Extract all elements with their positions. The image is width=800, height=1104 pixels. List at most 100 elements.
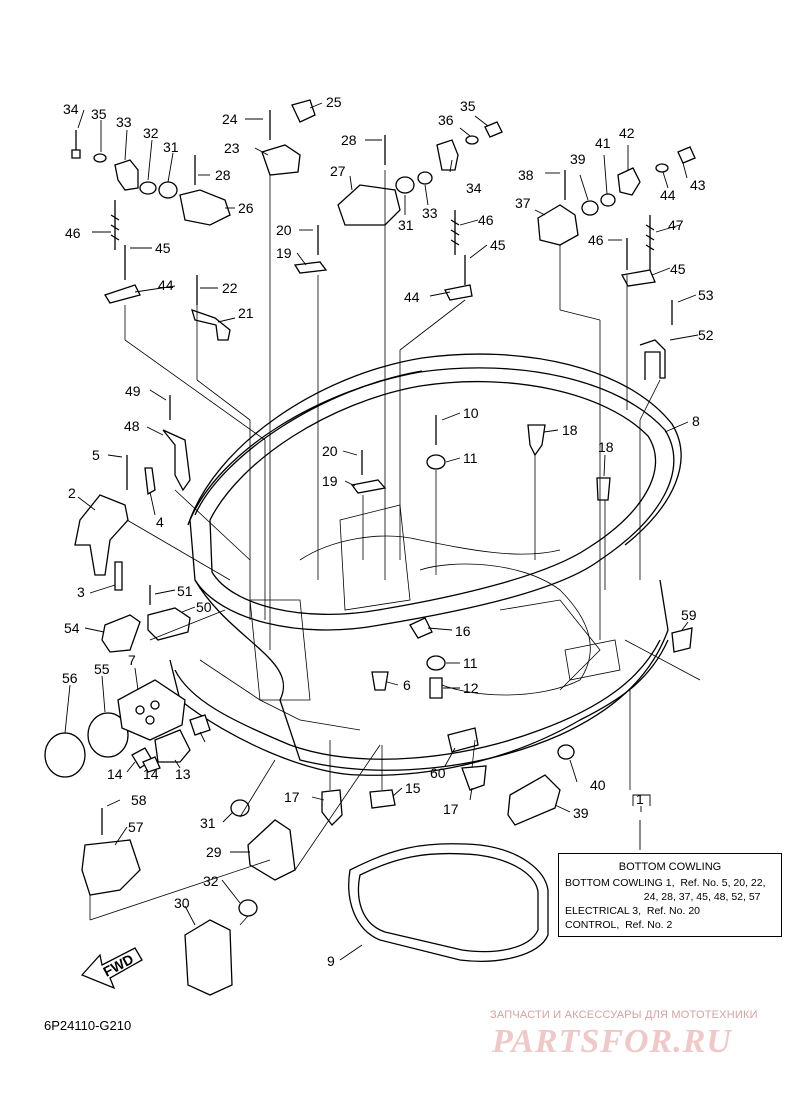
ring-32-mid	[417, 171, 433, 185]
callout-44b: 44	[404, 289, 420, 305]
callout-17a: 17	[284, 789, 300, 805]
clip-4	[144, 467, 156, 496]
callout-47: 48	[124, 418, 140, 434]
spring-46-mid	[450, 210, 460, 255]
callout-58: 59	[681, 607, 697, 623]
clip-33-left	[114, 159, 139, 191]
ring-40	[600, 193, 616, 207]
grommet-54	[87, 712, 129, 758]
callout-26: 26	[238, 200, 254, 216]
callout-44c: 45	[670, 261, 686, 277]
callout-49: 50	[196, 599, 212, 615]
callout-10: 10	[463, 405, 479, 421]
callout-50: 51	[177, 583, 193, 599]
callout-28b: 28	[341, 132, 357, 148]
bolt-42	[677, 146, 696, 164]
bracket-21	[191, 308, 231, 341]
bottom-cowling-body	[169, 367, 675, 776]
callout-40: 41	[595, 135, 611, 151]
watermark-logo: PARTSFOR.RU	[492, 1023, 732, 1060]
callout-13: 13	[175, 766, 191, 782]
part-glyphs	[44, 99, 696, 996]
callout-18b: 18	[598, 439, 614, 455]
callout-3: 3	[77, 584, 85, 600]
callout-46c: 47	[668, 217, 684, 233]
callout-14a: 14	[107, 766, 123, 782]
fwd-arrow: FWD	[80, 947, 143, 990]
washer-35-mid	[465, 135, 479, 145]
pad-19-mid	[350, 479, 387, 494]
pad-19-top	[293, 261, 328, 274]
pin-3	[114, 561, 123, 591]
grommet-31-mid	[395, 176, 415, 194]
callout-54: 55	[94, 661, 110, 677]
clip-53	[101, 614, 141, 653]
diagram-code: 6P24110-G210	[44, 1018, 132, 1033]
legend-line-3: ELECTRICAL 3, Ref. No. 20	[565, 905, 700, 917]
callout-6: 6	[403, 677, 411, 693]
callout-32b: 33	[422, 205, 438, 221]
guide-lines	[89, 170, 701, 926]
callout-25: 25	[326, 94, 342, 110]
callout-15: 15	[405, 780, 421, 796]
callout-31c: 31	[200, 815, 216, 831]
callout-22: 22	[222, 280, 238, 296]
callout-14b: 14	[143, 766, 159, 782]
callout-32a: 32	[143, 125, 159, 141]
fitting-16	[409, 617, 433, 639]
callout-41: 42	[619, 125, 635, 141]
plug-18-right	[596, 477, 611, 501]
tag-60	[189, 714, 211, 736]
holder-30	[184, 919, 233, 996]
callout-52: 53	[698, 287, 714, 303]
seal-8	[187, 353, 682, 546]
bracket-56	[81, 839, 141, 896]
callout-11a: 11	[463, 450, 478, 466]
callout-55: 56	[62, 670, 78, 686]
grommet-31-left	[158, 181, 178, 199]
legend-line-2: 24, 28, 37, 45, 48, 52, 57	[565, 891, 761, 903]
connector-7	[117, 679, 186, 741]
bracket-26	[179, 189, 231, 226]
bolt-34-left	[71, 130, 81, 159]
callout-51: 52	[698, 327, 714, 343]
grommet-31-bottom	[238, 899, 258, 917]
leader-lines	[64, 102, 699, 961]
plug-18-left	[527, 424, 546, 457]
callout-20a: 20	[276, 222, 292, 238]
bracket-29	[247, 819, 296, 881]
plug-6	[371, 671, 389, 691]
clip-44-mid	[444, 284, 473, 301]
callout-12: 12	[463, 680, 479, 696]
callout-39a: 39	[570, 151, 586, 167]
washer-35-left	[93, 153, 107, 163]
grommet-39-bottom	[557, 744, 575, 760]
callout-numbers: 1 2 3 4 5 6 7 8 9 10 11 11 12 13 14 14 1…	[62, 94, 714, 969]
clip-23	[261, 144, 301, 176]
clip-44-right	[620, 269, 656, 287]
clip-25	[291, 99, 316, 123]
callout-34a: 34	[63, 101, 79, 117]
holder-13	[154, 729, 191, 763]
callout-33a: 33	[116, 114, 132, 130]
callout-44a: 44	[158, 277, 174, 293]
callout-21: 21	[238, 305, 254, 321]
callout-56: 57	[128, 819, 144, 835]
callout-45a: 45	[155, 240, 171, 256]
callout-24: 24	[222, 111, 238, 127]
clamp-55	[44, 732, 86, 778]
callout-28a: 28	[215, 167, 231, 183]
legend-line-4: CONTROL, Ref. No. 2	[565, 919, 673, 931]
spring-46-left	[110, 200, 120, 250]
callout-30: 30	[174, 895, 190, 911]
callout-42: 43	[690, 177, 706, 193]
callout-53: 54	[64, 620, 80, 636]
label-58	[671, 627, 693, 653]
bracket-51	[639, 339, 666, 380]
label-59	[447, 727, 479, 753]
callout-57: 58	[131, 792, 147, 808]
clip-33-mid	[436, 139, 459, 171]
callout-46b: 46	[478, 212, 494, 228]
callout-31b: 31	[398, 217, 414, 233]
